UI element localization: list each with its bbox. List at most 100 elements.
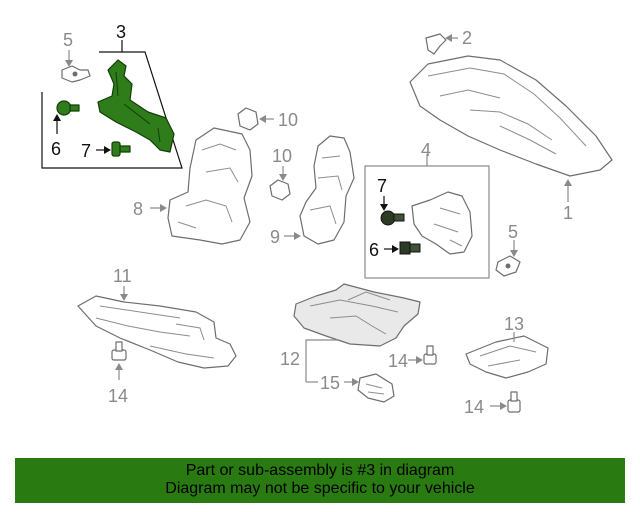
part-12-body [293,283,421,347]
part-3-group-frame [41,51,183,169]
exploded-parts-diagram: 3 6 7 5 [41,22,613,417]
part-14-bolt-right[interactable] [507,391,521,413]
part-4-group[interactable]: 4 7 6 [364,140,490,279]
arrow-icon [115,363,123,370]
part-15-plate[interactable] [357,373,395,403]
part-8-splash-shield[interactable] [167,127,253,245]
part-13-body [465,335,549,379]
clip-icon [269,179,291,201]
arrow-icon [510,250,518,257]
callout-7-left[interactable]: 7 [81,141,91,161]
arrow-icon [352,378,359,386]
part-9-detail [309,155,343,225]
arrow-icon [53,114,61,121]
part-1-detail [427,67,587,155]
bolt-shank-icon [426,345,434,356]
clip-head-icon [56,100,72,116]
arrow-icon [279,174,287,181]
part-12-center-cover[interactable] [293,283,421,347]
callout-6-right[interactable]: 6 [369,240,379,260]
clip-head-icon [399,241,411,255]
arrow-icon [104,146,111,154]
part-10-clip-upper[interactable] [237,107,259,131]
part-5-clip-right[interactable] [495,255,521,277]
screw-shank-icon [393,213,405,222]
bolt-shank-icon [510,391,518,402]
part-12-detail [309,291,399,335]
screw-head-icon [111,141,121,157]
part-4-bracket [411,191,473,255]
part-3-group[interactable]: 3 6 7 [41,22,183,169]
callout-2[interactable]: 2 [462,28,472,48]
arrow-icon [416,356,423,364]
bolt-shank-icon [115,341,123,352]
callout-3[interactable]: 3 [116,22,126,42]
callout-14-center[interactable]: 14 [388,351,408,371]
callout-8[interactable]: 8 [133,199,143,219]
arrow-icon [160,204,167,212]
clip-shank-icon [69,104,80,112]
callout-5-upper[interactable]: 5 [63,30,73,50]
part-11-body [77,295,237,369]
part-11-under-cover[interactable] [77,295,237,369]
part-15-body [357,373,395,403]
part-13-detail [479,345,537,367]
callout-14-left[interactable]: 14 [108,386,128,406]
arrow-icon [500,402,507,410]
arrow-icon [120,294,128,301]
callout-1[interactable]: 1 [563,203,573,223]
callout-9[interactable]: 9 [270,227,280,247]
callout-5-right[interactable]: 5 [508,222,518,242]
part-7-screw-right[interactable] [380,210,405,226]
callout-11[interactable]: 11 [113,266,132,286]
arrow-icon [294,232,301,240]
part-9-body [299,135,355,245]
clip-hole-icon [505,263,511,269]
clip-shank-icon [409,243,421,253]
callout-15[interactable]: 15 [320,373,340,393]
callout-4[interactable]: 4 [421,140,431,160]
screw-shank-icon [119,145,131,153]
callout-14-right[interactable]: 14 [464,397,484,417]
part-3-bracket-detail [115,71,161,143]
bolt-head-icon [507,399,521,413]
part-1-upper-cover[interactable] [409,55,613,177]
arrow-icon [259,115,266,123]
banner-line-part: Part or sub-assembly is #3 in diagram [185,462,455,479]
callout-6-left[interactable]: 6 [51,139,61,159]
part-10-clip-lower[interactable] [269,179,291,201]
part-6-clip-left[interactable] [56,100,80,116]
screw-head-icon [380,210,396,226]
part-11-detail [95,305,215,359]
part-info-banner: Part or sub-assembly is #3 in diagram Di… [15,458,625,503]
part-7-screw-left[interactable] [111,141,131,157]
callout-7-right[interactable]: 7 [377,176,387,196]
callout-13[interactable]: 13 [504,314,524,334]
part-8-body [167,127,253,245]
part-5-clip-upper[interactable] [61,65,91,83]
callout-10-upper[interactable]: 10 [278,110,298,130]
part-14-bolt-left[interactable] [111,341,127,361]
part-4-detail [433,207,463,247]
clip-icon [425,33,447,55]
part-12-leader [305,339,338,358]
part-14-bolt-center[interactable] [423,345,437,365]
part-2-clip[interactable] [425,33,447,55]
part-6-clip-right[interactable] [399,241,421,255]
arrow-icon [380,204,388,211]
part-15-detail [365,383,385,395]
part-8-detail [177,143,239,229]
banner-line-disclaimer: Diagram may not be specific to your vehi… [165,480,475,497]
callout-12[interactable]: 12 [280,349,300,369]
arrow-icon [65,60,73,67]
arrow-icon [564,179,572,186]
arrow-icon [445,34,452,42]
part-13-rear-cover[interactable] [465,335,549,379]
part-9-splash-shield[interactable] [299,135,355,245]
arrow-icon [392,245,399,253]
clip-hole-icon [72,71,78,77]
part-1-body [409,55,613,177]
clip-icon [237,107,259,131]
callout-10-lower[interactable]: 10 [272,146,292,166]
